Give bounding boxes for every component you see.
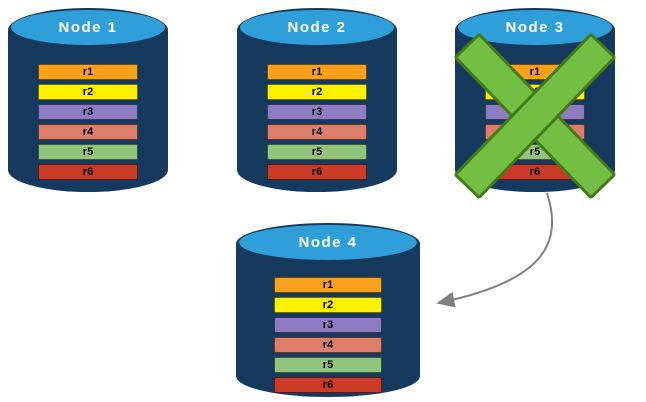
node-title: Node 2 bbox=[287, 19, 347, 36]
node-1-records: r1 r2 r3 r4 r5 r6 bbox=[38, 64, 138, 184]
record-r4: r4 bbox=[38, 124, 138, 140]
node-1-cylinder-top bbox=[11, 10, 165, 45]
node-title: Node 3 bbox=[505, 19, 565, 36]
record-r6: r6 bbox=[267, 164, 367, 180]
record-r1: r1 bbox=[274, 277, 382, 293]
node-4: Node 4 r1 r2 r3 r4 r5 r6 bbox=[236, 223, 420, 397]
record-r3: r3 bbox=[38, 104, 138, 120]
record-r5: r5 bbox=[267, 144, 367, 160]
record-r4: r4 bbox=[267, 124, 367, 140]
node-2-records: r1 r2 r3 r4 r5 r6 bbox=[267, 64, 367, 184]
record-r1: r1 bbox=[38, 64, 138, 80]
record-r6: r6 bbox=[274, 377, 382, 393]
node-2: Node 2 r1 r2 r3 r4 r5 r6 bbox=[237, 8, 397, 192]
node-4-cylinder-top bbox=[239, 225, 417, 260]
node-4-records: r1 r2 r3 r4 r5 r6 bbox=[274, 277, 382, 397]
record-r2: r2 bbox=[38, 84, 138, 100]
record-r3: r3 bbox=[267, 104, 367, 120]
record-r5: r5 bbox=[274, 357, 382, 373]
record-r5: r5 bbox=[38, 144, 138, 160]
node-title: Node 4 bbox=[298, 234, 358, 251]
failure-x-icon bbox=[453, 32, 617, 200]
record-r3: r3 bbox=[274, 317, 382, 333]
record-r2: r2 bbox=[274, 297, 382, 313]
node-title: Node 1 bbox=[58, 19, 118, 36]
failover-arrow-line bbox=[436, 192, 554, 308]
node-2-cylinder-top bbox=[240, 10, 394, 45]
record-r1: r1 bbox=[267, 64, 367, 80]
node-1: Node 1 r1 r2 r3 r4 r5 r6 bbox=[8, 8, 168, 192]
record-r4: r4 bbox=[274, 337, 382, 353]
record-r2: r2 bbox=[267, 84, 367, 100]
record-r6: r6 bbox=[38, 164, 138, 180]
